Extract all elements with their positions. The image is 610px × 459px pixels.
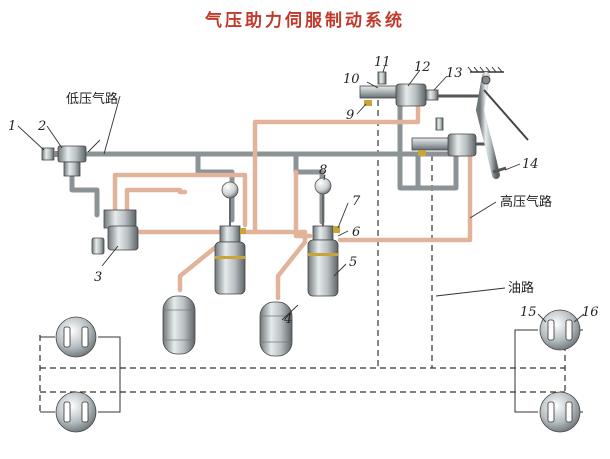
part-number-15: 15 (520, 305, 537, 320)
part-number-9: 9 (346, 108, 354, 123)
part-number-10: 10 (343, 72, 360, 87)
part-number-7: 7 (352, 194, 361, 209)
low-pressure-pipes (69, 97, 473, 225)
air-compressor-unit (41, 145, 87, 177)
wheel-brake-rear-left (55, 391, 97, 433)
part-number-11: 11 (374, 55, 391, 70)
part-number-14: 14 (522, 157, 539, 172)
servo-booster-left (214, 181, 246, 295)
servo-booster-5 (307, 177, 340, 297)
part-number-3: 3 (94, 270, 102, 285)
label-oil-line: 油路 (508, 280, 534, 296)
air-tank-4 (259, 301, 293, 357)
diagram-title: 气压助力伺服制动系统 (204, 10, 405, 31)
wheel-brake-lines (40, 329, 583, 413)
part-number-4: 4 (283, 312, 292, 327)
part-number-5: 5 (349, 255, 357, 270)
wheel-brake-front-right (539, 309, 581, 351)
part-number-1: 1 (8, 119, 16, 134)
brake-valve-upper (359, 71, 485, 107)
pressure-regulator (91, 209, 139, 255)
part-number-12: 12 (414, 60, 431, 75)
leader-lines (17, 65, 585, 323)
brake-pedal (467, 66, 529, 179)
air-tank-left (162, 295, 196, 355)
wheel-brake-front-left (55, 316, 97, 358)
part-number-2: 2 (37, 119, 46, 134)
label-high-pressure-line: 高压气路 (500, 194, 552, 210)
part-number-16: 16 (582, 305, 599, 320)
wheel-brake-rear-right (539, 391, 581, 433)
part-number-8: 8 (319, 163, 327, 178)
part-number-13: 13 (446, 66, 463, 81)
label-low-pressure-line: 低压气路 (66, 91, 118, 107)
brake-valve-lower (411, 117, 492, 157)
high-pressure-pipes (112, 97, 473, 301)
part-number-6: 6 (352, 225, 360, 240)
